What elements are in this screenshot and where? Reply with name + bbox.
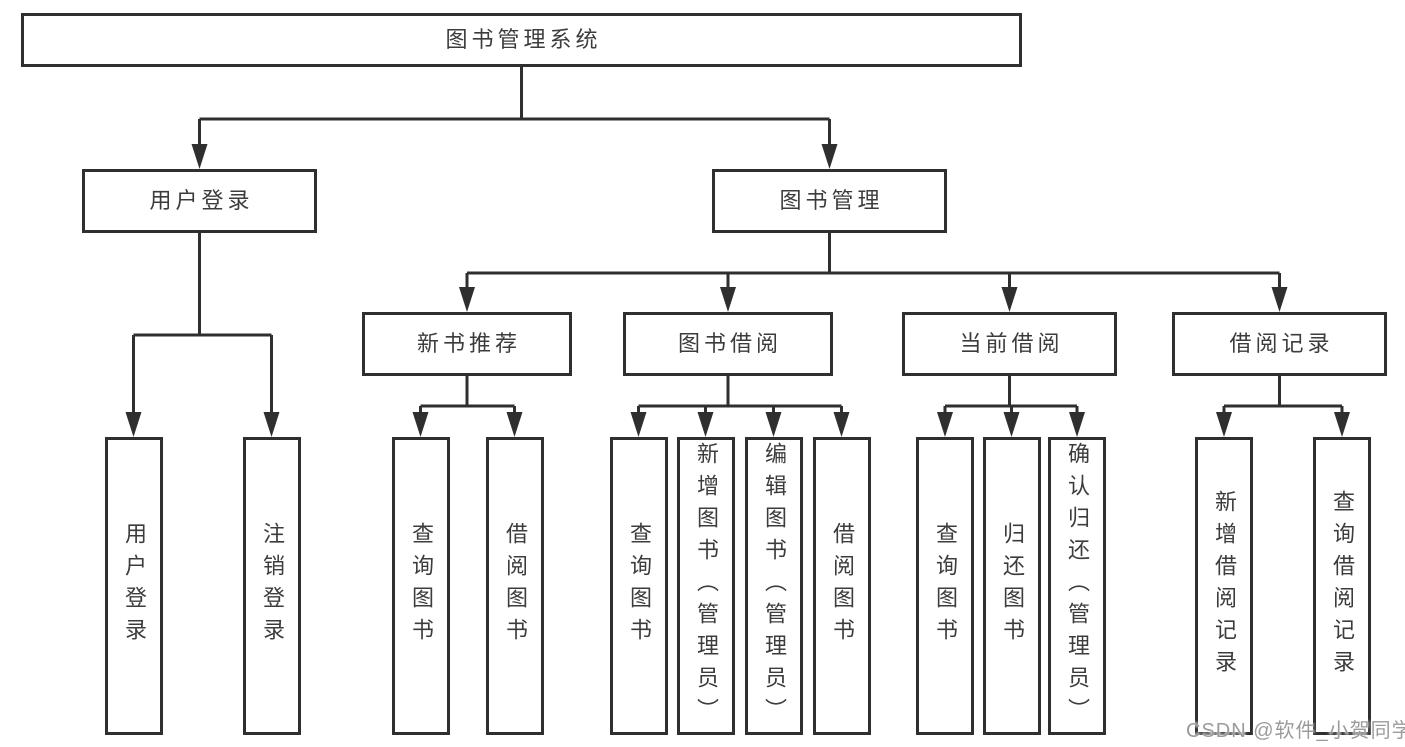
leaf-return-books-label: 归还图书 — [1000, 522, 1025, 650]
leaf-edit-books-admin: 编辑图书（管理员） — [745, 437, 803, 735]
leaf-borrow-books-newbooks-label: 借阅图书 — [503, 522, 528, 650]
node-borrow-records-label: 借阅记录 — [1229, 331, 1334, 356]
leaf-borrow-books-borrowing: 借阅图书 — [813, 437, 871, 735]
node-user-login: 用户登录 — [82, 169, 317, 233]
node-borrowing: 图书借阅 — [623, 312, 833, 376]
node-borrowing-label: 图书借阅 — [677, 331, 782, 356]
leaf-borrow-books-borrowing-label: 借阅图书 — [830, 522, 855, 650]
leaf-logout-label: 注销登录 — [260, 522, 285, 650]
csdn-watermark: CSDN @软件_小贺同学 — [1186, 720, 1405, 742]
node-borrow-records: 借阅记录 — [1172, 312, 1387, 376]
node-book-mgmt-label: 图书管理 — [779, 188, 884, 213]
leaf-query-books-newbooks: 查询图书 — [392, 437, 450, 735]
leaf-edit-books-admin-label: 编辑图书（管理员） — [762, 442, 787, 730]
leaf-query-books-newbooks-label: 查询图书 — [409, 522, 434, 650]
leaf-user-login-label: 用户登录 — [122, 522, 147, 650]
leaf-confirm-return-admin: 确认归还（管理员） — [1048, 437, 1106, 735]
leaf-logout: 注销登录 — [243, 437, 301, 735]
leaf-add-borrow-record-label: 新增借阅记录 — [1212, 490, 1237, 682]
leaf-confirm-return-admin-label: 确认归还（管理员） — [1065, 442, 1090, 730]
leaf-add-books-admin-label: 新增图书（管理员） — [694, 442, 719, 730]
leaf-query-books-current: 查询图书 — [916, 437, 974, 735]
node-current-borrow: 当前借阅 — [902, 312, 1117, 376]
node-new-books-label: 新书推荐 — [416, 331, 521, 356]
node-root-label: 图书管理系统 — [445, 27, 602, 52]
node-new-books: 新书推荐 — [362, 312, 572, 376]
leaf-return-books: 归还图书 — [983, 437, 1041, 735]
leaf-query-books-borrowing-label: 查询图书 — [627, 522, 652, 650]
leaf-add-books-admin: 新增图书（管理员） — [677, 437, 735, 735]
leaf-query-books-borrowing: 查询图书 — [610, 437, 668, 735]
leaf-query-books-current-label: 查询图书 — [933, 522, 958, 650]
leaf-query-borrow-record: 查询借阅记录 — [1313, 437, 1371, 735]
node-book-mgmt: 图书管理 — [712, 169, 947, 233]
node-root: 图书管理系统 — [21, 13, 1022, 67]
node-current-borrow-label: 当前借阅 — [959, 331, 1064, 356]
leaf-query-borrow-record-label: 查询借阅记录 — [1330, 490, 1355, 682]
node-user-login-label: 用户登录 — [149, 188, 254, 213]
leaf-add-borrow-record: 新增借阅记录 — [1195, 437, 1253, 735]
leaf-user-login: 用户登录 — [105, 437, 163, 735]
leaf-borrow-books-newbooks: 借阅图书 — [486, 437, 544, 735]
